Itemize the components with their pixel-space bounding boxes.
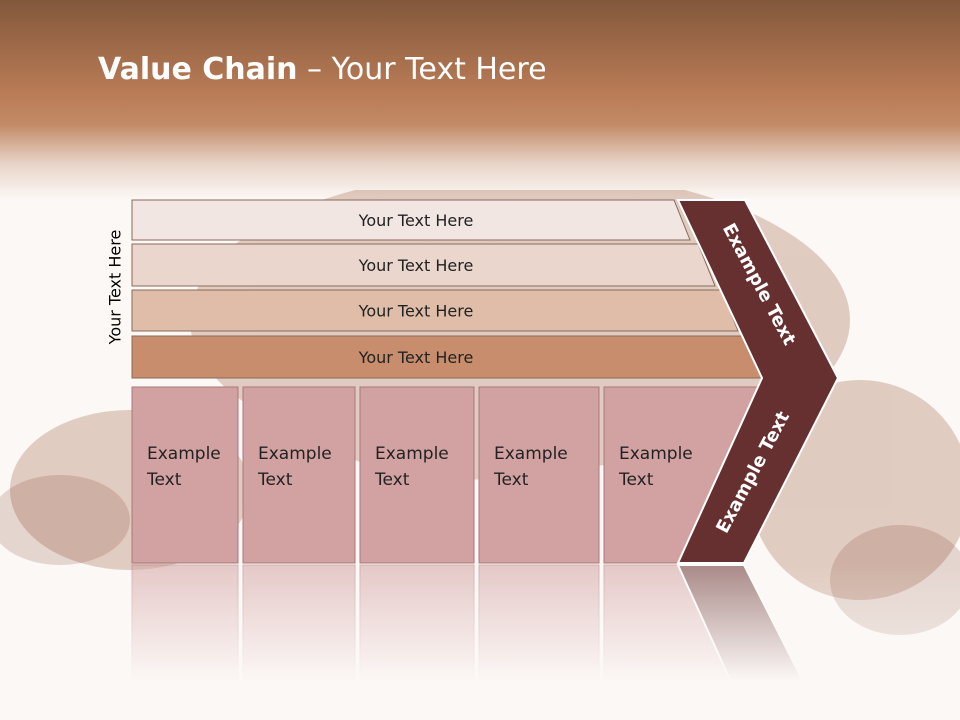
column-box-3 <box>359 386 475 564</box>
column-box-1 <box>131 386 239 564</box>
header-banner <box>0 0 960 200</box>
row-bar-3 <box>131 289 739 332</box>
title-rest: – Your Text Here <box>297 52 547 87</box>
title-bold: Value Chain <box>98 52 298 87</box>
chevron-arrow <box>676 199 840 564</box>
column-box-2 <box>242 386 356 564</box>
column-box-4 <box>478 386 600 564</box>
row-bar-2 <box>131 243 716 287</box>
row-label-4: Your Text Here <box>358 348 474 367</box>
side-axis-label: Your Text Here <box>105 229 125 345</box>
row-label-3: Your Text Here <box>358 302 474 321</box>
row-bar-1 <box>131 199 691 241</box>
row-label-1: Your Text Here <box>358 211 474 230</box>
row-label-2: Your Text Here <box>358 256 474 275</box>
page-title: Value Chain – Your Text Here <box>98 52 547 87</box>
